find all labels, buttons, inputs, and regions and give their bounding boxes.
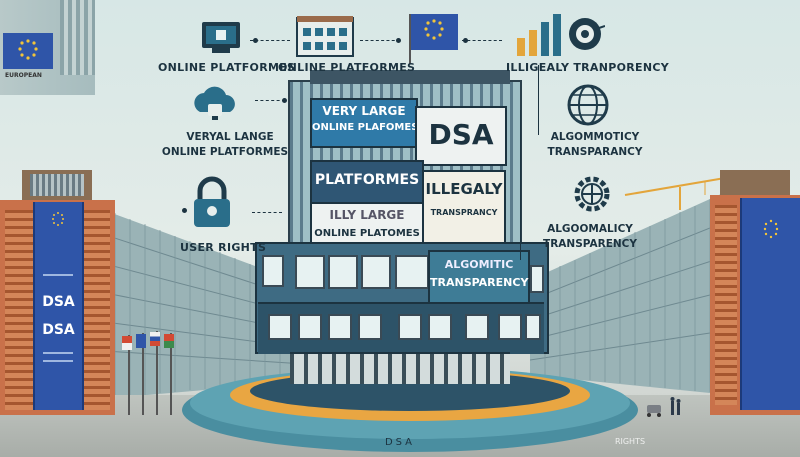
eu-flag-icon — [47, 210, 69, 228]
window — [268, 314, 292, 340]
plaza-label-right: RIGHTS — [614, 437, 646, 446]
right-tower — [710, 170, 800, 415]
dsa-sign-1: DSA — [42, 294, 75, 310]
label-algoomalicy: ALGOOMALICY — [547, 223, 633, 235]
connector-line — [250, 40, 290, 41]
eu-sign: EUROPEAN — [5, 72, 42, 79]
label-illegaly-transparency: ILLIGEALY TRANPORENCY — [506, 61, 669, 74]
label-online-platforms-2: ONLINE PLATFORMES — [278, 61, 416, 74]
label-algomoticy: ALGOMMOTICY — [550, 131, 640, 143]
connector-dot — [463, 38, 468, 43]
flag-icon — [150, 332, 160, 346]
eu-panel — [740, 198, 800, 410]
flag-icon — [136, 334, 146, 348]
globe-icon — [565, 82, 611, 128]
window — [525, 314, 541, 340]
window — [395, 255, 429, 289]
gear-icon — [570, 172, 614, 216]
illegaly-sign: ILLEGALY TRANSPRANCY — [422, 170, 506, 246]
eu-flag-icon — [3, 33, 53, 69]
dsa-sign-2: DSA — [42, 322, 75, 338]
central-tower: VERY LARGE ONLINE PLAFOMES DSA PLATFORME… — [240, 70, 560, 390]
window — [358, 314, 382, 340]
window — [298, 314, 322, 340]
dsa-banner: DSA DSA — [33, 202, 84, 410]
connector-line — [255, 100, 285, 101]
lock-icon — [190, 175, 234, 231]
eu-flag-icon — [758, 218, 784, 240]
label-veryal-large: VERYAL LANGE — [186, 131, 274, 143]
window — [262, 255, 284, 287]
window — [465, 314, 489, 340]
flag-icon — [122, 336, 132, 350]
connector-line — [520, 110, 521, 260]
connector-line — [462, 40, 502, 41]
window — [530, 265, 544, 293]
window — [295, 255, 325, 289]
window — [328, 255, 358, 289]
building-icon — [295, 14, 355, 58]
flag-icon — [164, 334, 174, 348]
window — [428, 314, 452, 340]
monitor-icon — [200, 20, 242, 56]
cloud-icon — [190, 82, 240, 126]
flag-poles — [118, 330, 188, 415]
eu-flag-icon — [410, 14, 458, 50]
window — [398, 314, 422, 340]
label-user-rights: USER RIGHTS — [180, 241, 267, 254]
connector-dot — [282, 98, 287, 103]
label-transparency-right: TRANSPARENCY — [543, 238, 637, 250]
people-figures — [645, 395, 685, 425]
very-large-sign: VERY LARGE ONLINE PLAFOMES — [310, 98, 418, 148]
chart-icon — [515, 12, 606, 58]
connector-dot — [396, 38, 401, 43]
left-tower: DSA DSA — [0, 170, 115, 415]
connector-dot — [182, 208, 187, 213]
dsa-tower-sign: DSA — [415, 106, 507, 166]
crane — [624, 177, 726, 210]
platformes-sign: PLATFORMES — [310, 160, 424, 204]
window — [328, 314, 352, 340]
plaza-label: DSA — [384, 437, 416, 448]
connector-line — [360, 40, 400, 41]
eu-building-topleft: EUROPEAN — [0, 0, 95, 95]
connector-line — [538, 65, 539, 135]
label-transparancy: TRANSPARANCY — [547, 146, 643, 158]
label-online-platformes-left: ONLINE PLATFORMES — [161, 146, 289, 158]
algomitic-sign: ALGOMITIC TRANSPARENCY — [428, 250, 530, 304]
label-online-platforms-1: ONLINE PLATFORMES — [158, 61, 296, 74]
connector-dot — [253, 38, 258, 43]
connector-line — [252, 212, 282, 213]
window — [498, 314, 522, 340]
window — [361, 255, 391, 289]
